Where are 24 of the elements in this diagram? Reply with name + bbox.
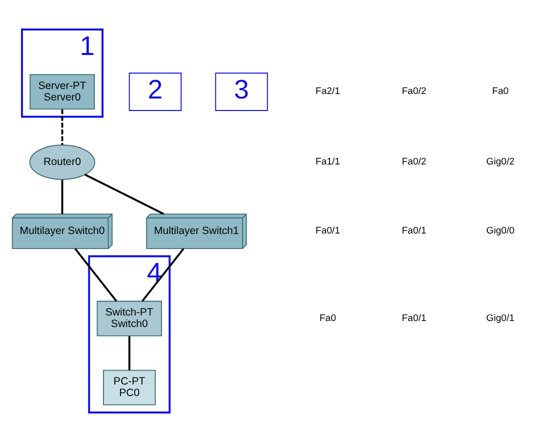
label: Fa0	[492, 86, 509, 97]
connector	[128, 336, 130, 370]
label: Gig0/0	[486, 225, 514, 236]
label: Gig0/1	[486, 312, 514, 324]
connector	[61, 108, 64, 144]
node-box: PC-PT PC0	[103, 369, 156, 405]
connector	[84, 173, 164, 214]
node-box: Switch-PT Switch0	[96, 300, 162, 336]
node-box: 2	[128, 72, 182, 110]
node-box: 3	[215, 72, 268, 110]
label: Fa0/2	[402, 156, 426, 168]
connector	[142, 248, 184, 302]
label: Fa0/1	[402, 225, 426, 236]
label: Fa0/1	[316, 225, 340, 236]
label: Fa0/2	[402, 86, 426, 97]
node-ellipse: Router0	[29, 144, 96, 180]
label: Fa2/1	[316, 86, 340, 97]
node-box: Server-PT Server0	[30, 74, 95, 110]
label: Fa1/1	[316, 156, 340, 168]
connector	[61, 179, 64, 214]
connector	[74, 248, 118, 302]
label: Gig0/2	[486, 156, 514, 168]
label: Fa0	[320, 312, 336, 324]
label: Fa0/1	[402, 312, 426, 324]
